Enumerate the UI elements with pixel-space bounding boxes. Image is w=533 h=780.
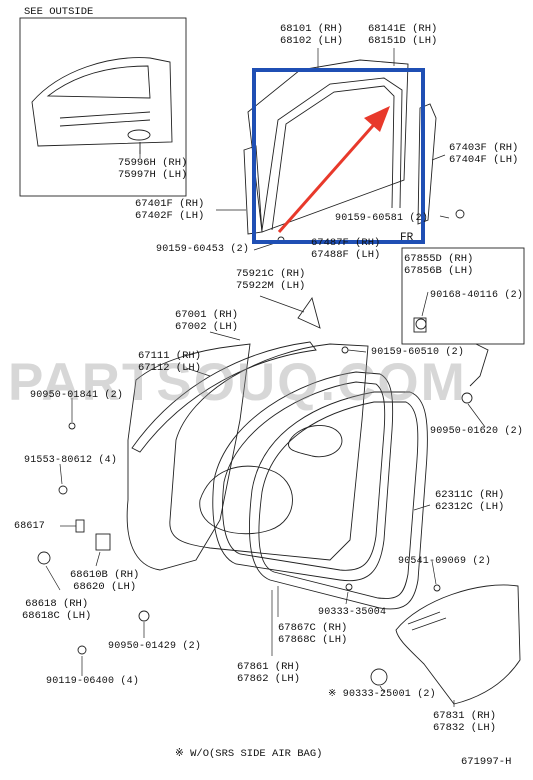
bolt-90950-01429 — [138, 610, 150, 622]
part-label-90119-06400[interactable]: 90119-06400 (4) — [46, 676, 140, 687]
part-label-67861[interactable]: 67861 (RH)67862 (LH) — [237, 661, 301, 685]
clip-90168 — [415, 318, 427, 330]
weatherstrip-67861-inner — [222, 381, 386, 571]
highlight-arrow — [277, 106, 390, 233]
plug-90333-35004 — [345, 583, 353, 591]
weatherstrip-62311 — [248, 391, 428, 610]
part-label-62311[interactable]: 62311C (RH)62312C (LH) — [435, 489, 505, 513]
clip-67855 — [413, 317, 427, 333]
outer-door-window-sketch — [46, 65, 151, 99]
part-label-68610[interactable]: 68610B (RH)68620 (LH) — [70, 569, 140, 593]
inner-door-panel-67001 — [169, 343, 369, 561]
bolt-90119 — [77, 645, 87, 655]
weatherstrip-67861 — [212, 371, 394, 582]
part-label-90950-01841[interactable]: 90950-01841 (2) — [30, 390, 124, 401]
door-skin-67001-outer — [126, 343, 251, 571]
glass-run-channel-68141 — [261, 77, 403, 231]
part-label-67001[interactable]: 67001 (RH)67002 (LH) — [175, 309, 239, 333]
part-label-90168-40116[interactable]: 90168-40116 (2) — [430, 290, 524, 301]
watermark-text: PARTSOUQ.COM — [8, 353, 467, 412]
part-label-67487[interactable]: 67487F (RH)67488F (LH) — [311, 237, 381, 261]
highlight-box — [252, 68, 425, 244]
part-label-75996[interactable]: 75996H (RH)75997H (LH) — [118, 157, 188, 181]
glass-run-channel-inner — [271, 85, 395, 231]
see-outside-label: SEE OUTSIDE — [24, 6, 94, 18]
plug-90333-25001 — [370, 668, 388, 686]
part-label-75921[interactable]: 75921C (RH)75922M (LH) — [236, 268, 306, 292]
part-label-68101[interactable]: 68101 (RH)68102 (LH) — [280, 23, 344, 47]
corner-piece-75921 — [297, 296, 321, 329]
part-label-90541-09069[interactable]: 90541-09069 (2) — [398, 556, 492, 567]
part-label-90159-60581[interactable]: 90159-60581 (2) — [335, 213, 429, 224]
inset-box-67855 — [401, 247, 525, 345]
outer-door-panel-sketch — [31, 57, 173, 147]
inner-door-service-holes — [199, 425, 343, 535]
hinge-68617 — [75, 519, 85, 533]
service-hole-cover-67831 — [395, 584, 521, 705]
part-label-67401[interactable]: 67401F (RH)67402F (LH) — [135, 198, 205, 222]
part-label-90333-35004[interactable]: 90333-35004 — [318, 607, 387, 618]
front-direction-label: FR — [400, 232, 414, 244]
part-label-90950-01620[interactable]: 90950-01620 (2) — [430, 426, 524, 437]
hinge-68610 — [95, 533, 111, 551]
weatherstrip-62311-inner — [258, 401, 419, 599]
part-label-67403[interactable]: 67403F (RH)67404F (LH) — [449, 142, 519, 166]
part-label-68618[interactable]: 68618 (RH)68618C (LH) — [22, 598, 92, 622]
part-label-67111[interactable]: 67111 (RH)67112 (LH) — [138, 350, 202, 374]
outer-door-handle-sketch — [59, 111, 151, 127]
hinge-68618 — [37, 551, 51, 565]
part-label-90159-60453[interactable]: 90159-60453 (2) — [156, 244, 250, 255]
bolt-91553 — [58, 485, 68, 495]
badge-75996-sketch — [127, 129, 151, 141]
bolt-90950-01620 — [461, 392, 473, 404]
part-label-90159-60510[interactable]: 90159-60510 (2) — [371, 347, 465, 358]
screw-90159-60581 — [455, 209, 465, 219]
part-label-67831[interactable]: 67831 (RH)67832 (LH) — [433, 710, 497, 734]
footnote: ※ W/O(SRS SIDE AIR BAG) — [175, 748, 323, 760]
part-label-90333-25001[interactable]: ※ 90333-25001 (2) — [328, 689, 436, 700]
clip-90541 — [433, 584, 441, 592]
outer-weatherstrip-67111 — [131, 341, 317, 453]
part-label-91553-80612[interactable]: 91553-80612 (4) — [24, 455, 118, 466]
part-label-67867[interactable]: 67867C (RH)67868C (LH) — [278, 622, 348, 646]
bolt-90950-01841 — [68, 422, 76, 430]
part-label-68141[interactable]: 68141E (RH)68151D (LH) — [368, 23, 438, 47]
part-label-90950-01429[interactable]: 90950-01429 (2) — [108, 641, 202, 652]
part-label-68617[interactable]: 68617 — [14, 521, 46, 532]
diagram-code: 671997-H — [461, 756, 512, 768]
part-label-67855[interactable]: 67855D (RH)67856B (LH) — [404, 253, 474, 277]
division-bar-67403 — [417, 103, 437, 225]
corner-seal-90159-60510 — [469, 343, 489, 387]
see-outside-inset-box — [19, 17, 187, 197]
